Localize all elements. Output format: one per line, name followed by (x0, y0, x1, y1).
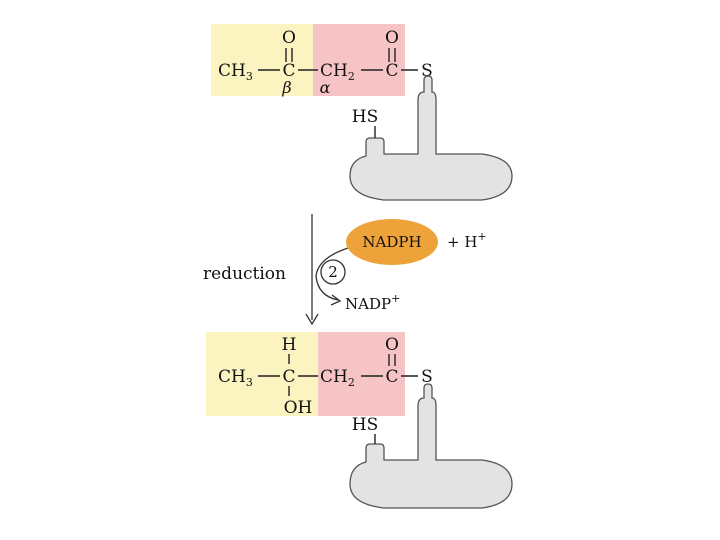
step-number: 2 (328, 263, 338, 281)
bottom-hydroxyl: OH (284, 398, 313, 418)
reaction-arrow-head (305, 313, 319, 326)
top-carbon-beta: C (282, 61, 295, 81)
plus-proton: + H+ (447, 230, 487, 251)
bottom-hs: HS (352, 415, 378, 435)
nadph-ellipse (346, 219, 438, 265)
top-hs: HS (352, 107, 378, 127)
beta-region-top (211, 24, 313, 96)
bottom-carbon-beta: C (282, 367, 295, 387)
bottom-protein: HS (349, 383, 513, 509)
cofactor-curve-arrow (315, 247, 349, 301)
bottom-hydrogen: H (282, 335, 297, 355)
beta-label: β (281, 78, 291, 97)
bottom-ch3: CH3 (218, 367, 253, 389)
bottom-carbon-thioester: C (385, 367, 398, 387)
bottom-oxygen-right: O (385, 335, 399, 355)
reduction-label: reduction (203, 264, 286, 284)
alpha-label: α (320, 78, 331, 97)
top-ch2: CH2 (320, 61, 355, 83)
bottom-sulfur: S (421, 367, 433, 387)
top-protein-body (349, 75, 513, 201)
top-protein: HS (349, 75, 513, 201)
top-carbon-thioester: C (385, 61, 398, 81)
bottom-ch2: CH2 (320, 367, 355, 389)
top-ch3: CH3 (218, 61, 253, 83)
nadph-label: NADPH (362, 233, 421, 251)
bottom-protein-body (349, 383, 513, 509)
top-oxygen-left: O (282, 28, 296, 48)
top-oxygen-right: O (385, 28, 399, 48)
alpha-region-bottom (318, 332, 405, 416)
step-number-circle (320, 259, 346, 285)
top-acyl-group: O O CH3 C CH2 C S β α (211, 24, 433, 97)
nadp-plus-label: NADP+ (345, 292, 400, 313)
reaction-step: reduction 2 NADPH + H+ NADP+ (203, 214, 487, 326)
cofactor-curve-arrow-head (330, 294, 342, 306)
top-sulfur: S (421, 61, 433, 81)
bottom-acyl-group: H O CH3 C CH2 C S OH (206, 332, 433, 418)
beta-region-bottom (206, 332, 318, 416)
